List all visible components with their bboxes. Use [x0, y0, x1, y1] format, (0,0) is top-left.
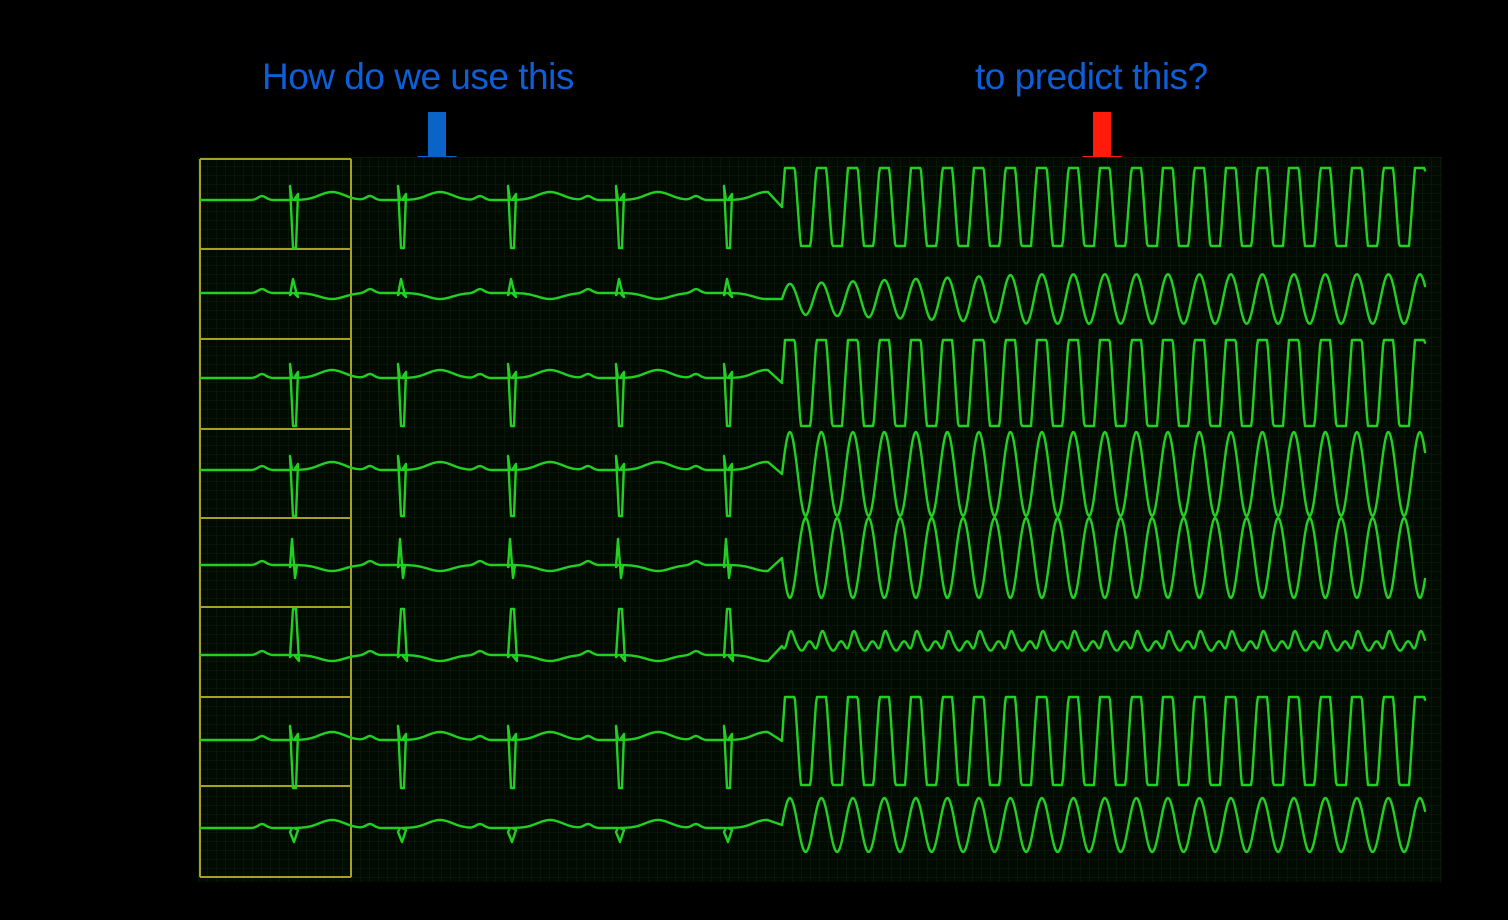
- ecg-grid: [198, 157, 1442, 882]
